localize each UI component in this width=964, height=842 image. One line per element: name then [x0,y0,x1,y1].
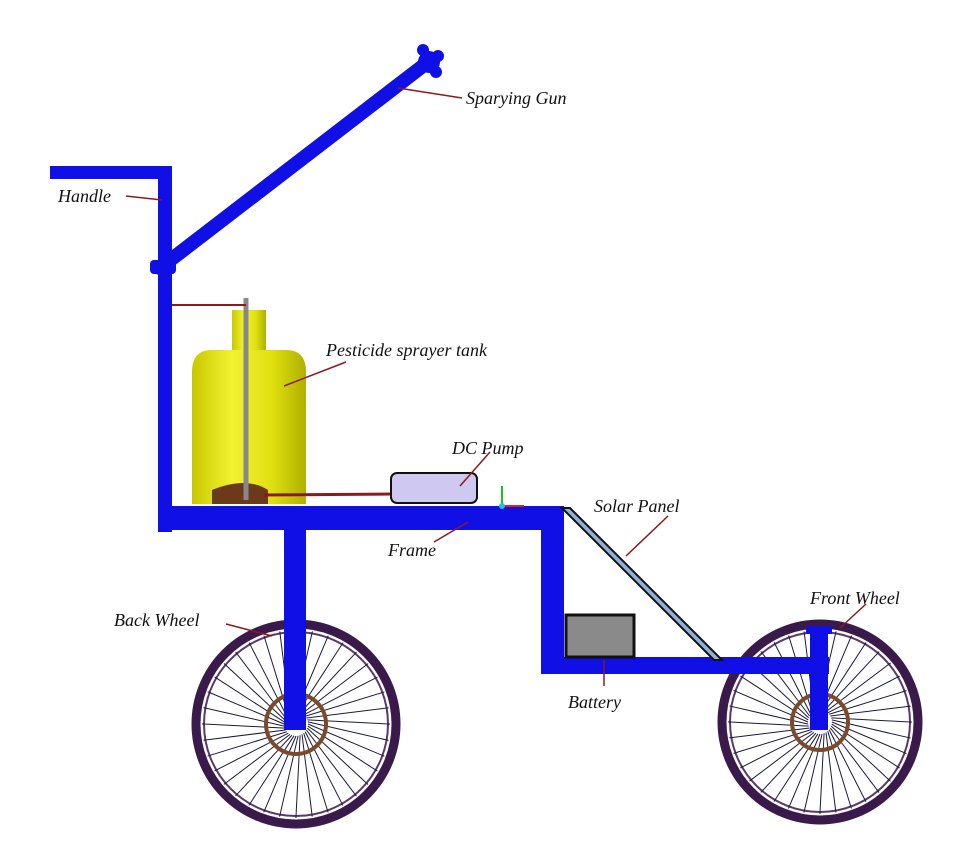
dc-pump [390,472,478,504]
main-frame-bar [158,506,564,530]
wheel-spoke [305,691,385,717]
back-wheel-fork [284,528,306,730]
wheel-spoke [831,717,913,723]
solar-panel [559,507,725,661]
label-dc-pump: DC Pump [451,438,524,458]
wheel-spoke [825,662,891,713]
tank-body [192,350,306,504]
wheel-spoke [825,732,837,813]
wheel-spoke [829,690,907,715]
wheel-spoke [831,723,900,769]
handle-post [158,166,172,532]
front-fork-cap [806,626,832,634]
wheel-spoke [307,725,378,772]
wheel-spoke [295,735,301,819]
tank-fluid [212,483,268,504]
spray-nozzle-icon [417,44,444,78]
wheel-spoke [727,721,809,727]
wheel-spoke [749,731,815,782]
wheel-spoke [201,723,285,729]
wheel-spoke [203,707,285,727]
wheel-spoke [827,675,900,714]
back-wheel-spokes [201,629,391,819]
wheel-spoke [740,675,809,721]
wheel-spoke [214,732,289,772]
front-wheel-fork [810,628,828,730]
wheel-spoke [788,635,813,713]
wheel-spoke [235,734,293,797]
wheel-spoke [214,676,285,723]
wheel-spoke [307,721,389,741]
wheel-spoke [307,723,385,757]
label-spraying-gun: Sparying Gun [466,88,567,108]
wheel-spoke [263,735,297,813]
label-front-wheel: Front Wheel [809,588,900,608]
wheel-spoke [203,729,286,741]
wheel-spoke [729,705,809,725]
battery [564,613,636,659]
wheel-spoke [223,733,291,785]
label-solar-panel: Solar Panel [594,496,680,516]
wheel-spoke [831,719,911,739]
wheel-spoke [303,676,378,716]
wheel-spoke [299,651,357,714]
front-wheel [717,619,923,825]
wheel-spoke [306,727,369,785]
wheel-spoke [831,721,907,755]
wheel-spoke [306,707,389,719]
wheel-spoke [787,733,821,809]
label-tank: Pesticide sprayer tank [325,340,488,360]
wheel-spoke [223,663,286,721]
wheel-spoke [729,727,810,739]
wheel-spoke [248,735,295,806]
wheel-spoke [301,663,369,715]
wheel-spoke [803,733,823,813]
wheel-spoke [305,729,357,797]
wheel-spoke [235,651,287,719]
wheel-spoke [823,651,880,712]
wheel-spoke [830,705,911,717]
label-handle: Handle [57,186,111,206]
label-back-wheel: Back Wheel [114,610,199,630]
wheel-spoke [733,729,811,754]
wheel-spoke [819,733,825,815]
wheel-spoke [829,727,880,793]
axis-gizmo [499,486,524,509]
wheel-spoke [827,731,852,809]
wheel-spoke [773,733,819,802]
spraying-gun-arm [153,55,435,275]
label-frame: Frame [387,540,436,560]
wheel-spoke [207,691,285,725]
handle-bar [50,166,172,179]
frame-drop-tube [541,506,564,674]
wheel-spoke [760,732,817,793]
wheel-spoke [248,642,288,717]
wheel-spoke [830,725,891,782]
lower-frame-bar [541,657,829,674]
wheel-spoke [773,642,812,715]
wheel-spoke [303,733,329,813]
wheel-spoke [279,735,299,817]
frame-structure [50,166,832,730]
wheel-spoke [301,734,313,817]
wheel-spoke [821,642,867,711]
pump-hose [263,492,393,497]
wheel-spoke [733,689,809,723]
wheel-spoke [307,719,391,725]
wheel-spoke [740,730,813,769]
pesticide-tank [172,298,306,504]
front-wheel-rim [717,619,923,825]
wheel-spoke [304,731,344,806]
label-battery: Battery [568,692,621,712]
wheel-spoke [207,731,287,757]
wheel-spoke [828,729,867,802]
leader-lines [125,87,867,686]
spraying-gun [153,44,444,275]
